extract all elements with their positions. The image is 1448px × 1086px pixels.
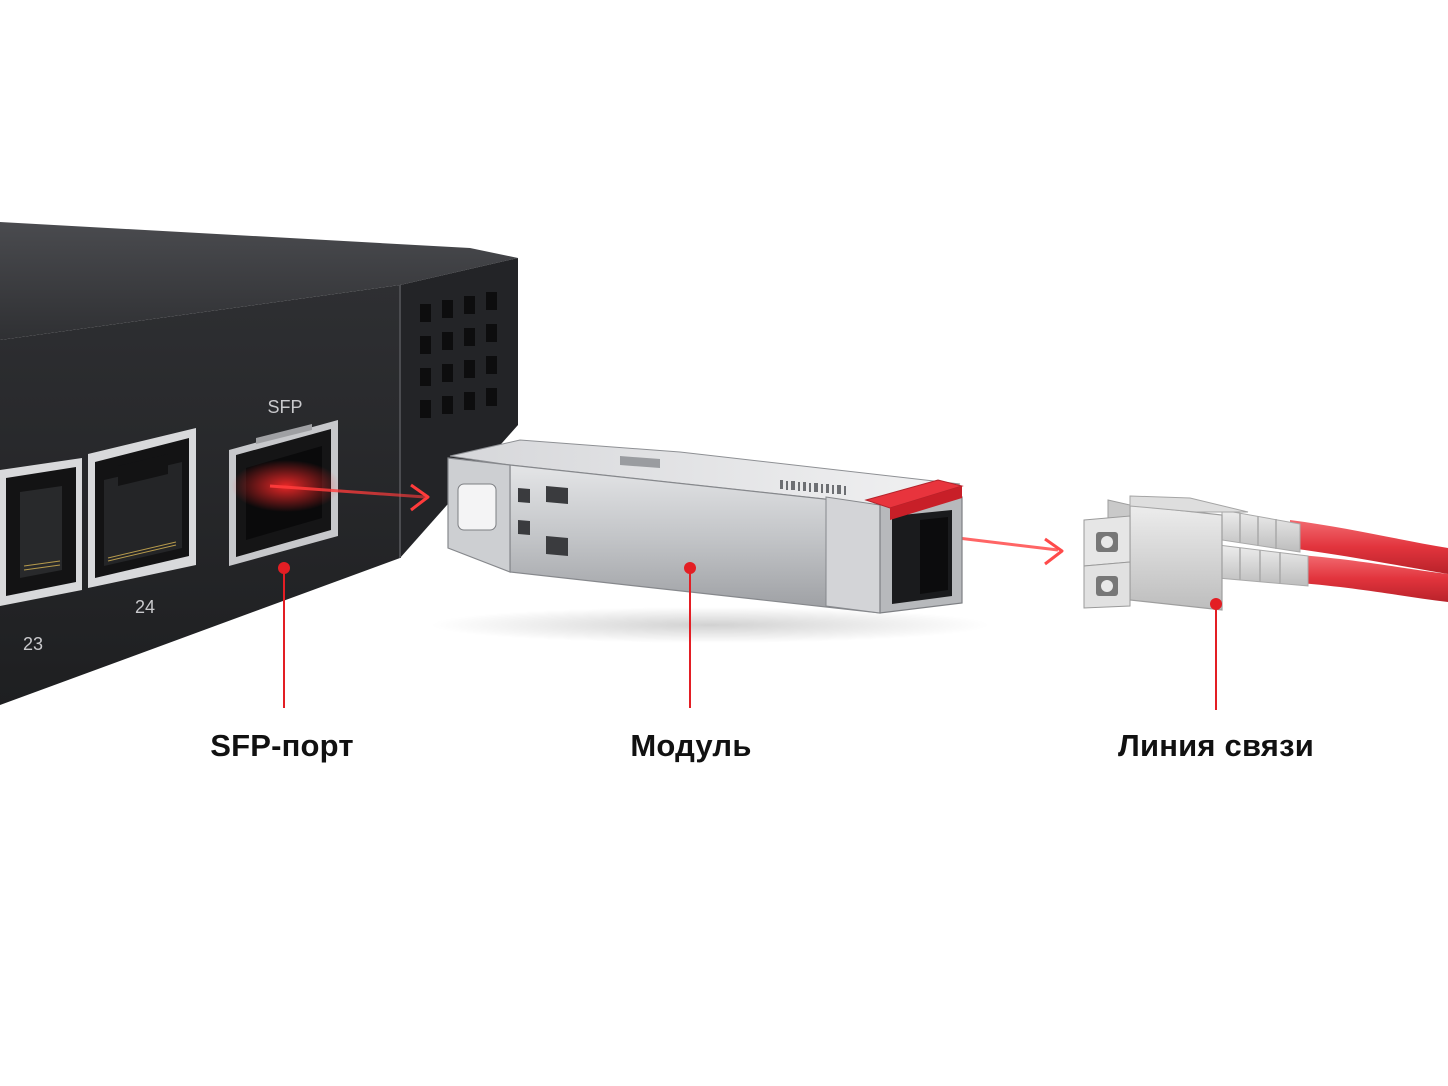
port-number-24: 24 bbox=[135, 597, 155, 617]
fiber-patch-cable bbox=[1083, 495, 1448, 611]
sfp-cage bbox=[229, 420, 341, 566]
ventilation-grid bbox=[420, 292, 497, 418]
label-link: Линия связи bbox=[1118, 728, 1314, 763]
label-sfp-port: SFP-порт bbox=[210, 728, 354, 763]
network-switch: SFP 23 24 bbox=[0, 222, 518, 705]
port-number-23: 23 bbox=[23, 634, 43, 654]
callout-dot bbox=[1210, 598, 1222, 610]
callout-sfp-port bbox=[278, 562, 290, 708]
signal-arrow-port-to-module bbox=[269, 483, 430, 512]
callout-link bbox=[1210, 598, 1222, 710]
ethernet-port-24 bbox=[88, 428, 196, 588]
label-module: Модуль bbox=[630, 728, 752, 763]
fiber-cable-lower bbox=[1300, 555, 1448, 602]
sfp-module bbox=[430, 439, 990, 643]
sfp-title: SFP bbox=[267, 397, 302, 417]
signal-arrow-module-to-line bbox=[957, 536, 1064, 566]
ethernet-port-23 bbox=[0, 458, 82, 606]
fiber-cable-upper bbox=[1290, 520, 1448, 574]
callout-module bbox=[684, 562, 696, 708]
switch-front-panel bbox=[0, 285, 400, 705]
callout-dot bbox=[684, 562, 696, 574]
switch-top-surface bbox=[0, 222, 518, 340]
callout-dot bbox=[278, 562, 290, 574]
